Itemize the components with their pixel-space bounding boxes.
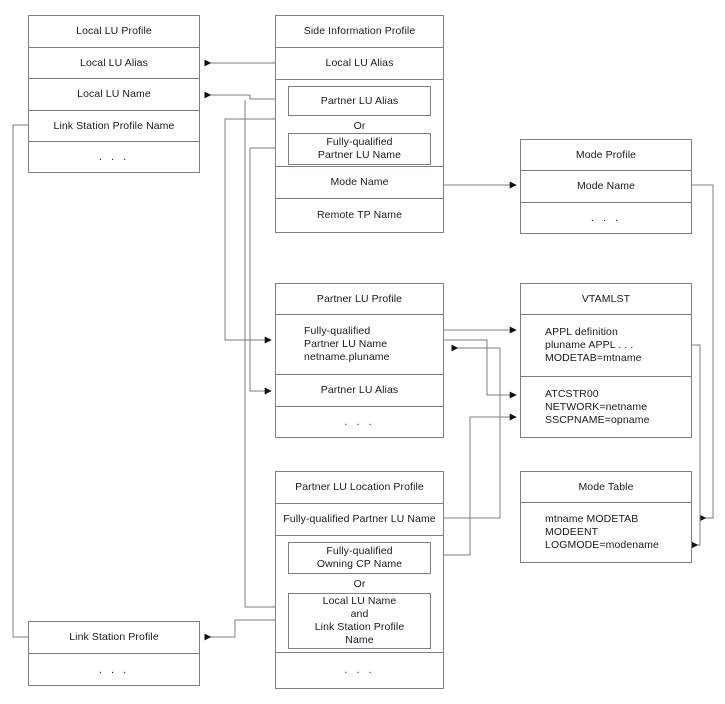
vtamlst-appl-definition-label: APPL definition pluname APPL . . . MODET… (545, 326, 642, 364)
partner-lu-location-ellipsis: . . . (344, 664, 375, 676)
row-partner-lu-profile-header: Partner LU Profile (276, 284, 443, 315)
vtamlst-atcstr00-label: ATCSTR00 NETWORK=netname SSCPNAME=opname (545, 387, 650, 426)
row-side-info-mode-name: Mode Name (276, 167, 443, 199)
row-partner-lu-location-fq-partner: Fully-qualified Partner LU Name (276, 504, 443, 536)
fully-qualified-partner-lu-name-label: Fully-qualified Partner LU Name (317, 136, 402, 161)
row-local-lu-name: Local LU Name (29, 79, 199, 111)
mode-profile-ellipsis: . . . (590, 211, 622, 224)
row-local-lu-profile-header: Local LU Profile (29, 16, 199, 48)
partner-lu-location-or-label: Or (353, 578, 366, 590)
row-mode-table-header: Mode Table (521, 472, 691, 503)
local-lu-alias-label: Local LU Alias (80, 56, 148, 69)
row-side-info-remote-tp-name: Remote TP Name (276, 199, 443, 231)
row-partner-lu-profile-more: . . . (276, 407, 443, 437)
row-side-info-partner-lu-alternatives: Partner LU Alias Or Fully-qualified Part… (276, 80, 443, 167)
row-vtamlst-atcstr00: ATCSTR00 NETWORK=netname SSCPNAME=opname (521, 377, 691, 437)
row-link-station-profile-name: Link Station Profile Name (29, 111, 199, 142)
row-partner-lu-location-header: Partner LU Location Profile (276, 472, 443, 504)
partner-lu-location-or-label-wrap: Or (276, 578, 443, 591)
partner-lu-profile-ellipsis: . . . (344, 415, 375, 428)
link-station-profile-name-label: Link Station Profile Name (53, 119, 175, 132)
side-info-or-label: Or (353, 120, 366, 132)
row-mode-table-body: mtname MODETAB MODEENT LOGMODE=modename (521, 503, 691, 562)
link-station-profile-header-label: Link Station Profile (69, 631, 159, 643)
inner-box-partner-lu-alias: Partner LU Alias (288, 86, 431, 116)
row-partner-lu-profile-fully-qualified: Fully-qualified Partner LU Name netname.… (276, 315, 443, 375)
row-link-station-profile-more: . . . (29, 654, 199, 686)
mode-table-body-label: mtname MODETAB MODEENT LOGMODE=modename (545, 513, 659, 551)
side-info-remote-tp-name-label: Remote TP Name (316, 208, 403, 221)
row-partner-lu-location-more: . . . (276, 653, 443, 688)
inner-box-local-lu-name-and-link-station-profile-name: Local LU Name and Link Station Profile N… (288, 593, 431, 649)
box-partner-lu-location-profile: Partner LU Location Profile Fully-qualif… (275, 471, 444, 689)
row-vtamlst-header: VTAMLST (521, 284, 691, 315)
row-vtamlst-appl-definition: APPL definition pluname APPL . . . MODET… (521, 315, 691, 377)
mode-profile-header-label: Mode Profile (575, 148, 637, 161)
side-info-header-label: Side Information Profile (303, 25, 416, 37)
side-info-mode-name-label: Mode Name (330, 176, 389, 188)
inner-box-fully-qualified-partner-lu-name: Fully-qualified Partner LU Name (288, 133, 431, 165)
partner-lu-location-fq-partner-label: Fully-qualified Partner LU Name (283, 513, 436, 525)
row-side-info-header: Side Information Profile (276, 16, 443, 48)
partner-lu-profile-alias-label: Partner LU Alias (320, 384, 399, 396)
side-info-or-label-wrap: Or (276, 120, 443, 133)
local-lu-name-and-link-station-label: Local LU Name and Link Station Profile N… (314, 595, 405, 646)
partner-lu-alias-label: Partner LU Alias (320, 94, 399, 107)
box-partner-lu-profile: Partner LU Profile Fully-qualified Partn… (275, 283, 444, 438)
row-mode-profile-header: Mode Profile (521, 140, 691, 171)
partner-lu-location-header-label: Partner LU Location Profile (295, 481, 424, 493)
partner-lu-profile-fq-label: Fully-qualified Partner LU Name netname.… (304, 325, 390, 363)
row-link-station-profile-header: Link Station Profile (29, 622, 199, 654)
row-local-lu-profile-more: . . . (29, 142, 199, 172)
inner-box-fully-qualified-owning-cp-name: Fully-qualified Owning CP Name (288, 542, 431, 574)
side-info-local-lu-alias-label: Local LU Alias (325, 57, 394, 69)
box-mode-table: Mode Table mtname MODETAB MODEENT LOGMOD… (520, 471, 692, 563)
box-link-station-profile: Link Station Profile . . . (28, 621, 200, 686)
box-side-information-profile: Side Information Profile Local LU Alias … (275, 15, 444, 233)
box-local-lu-profile: Local LU Profile Local LU Alias Local LU… (28, 15, 200, 173)
row-mode-profile-mode-name: Mode Name (521, 171, 691, 203)
row-mode-profile-more: . . . (521, 203, 691, 233)
link-station-profile-ellipsis: . . . (98, 663, 130, 676)
mode-table-header-label: Mode Table (578, 480, 634, 493)
row-side-info-local-lu-alias: Local LU Alias (276, 48, 443, 80)
box-vtamlst: VTAMLST APPL definition pluname APPL . .… (520, 283, 692, 438)
fully-qualified-owning-cp-name-label: Fully-qualified Owning CP Name (316, 545, 403, 570)
local-lu-profile-header-label: Local LU Profile (76, 25, 152, 37)
local-lu-profile-ellipsis: . . . (98, 150, 130, 163)
row-partner-lu-profile-alias: Partner LU Alias (276, 375, 443, 407)
row-partner-lu-location-alternatives: Fully-qualified Owning CP Name Or Local … (276, 536, 443, 653)
row-local-lu-alias: Local LU Alias (29, 48, 199, 79)
partner-lu-profile-header-label: Partner LU Profile (316, 292, 403, 305)
local-lu-name-label: Local LU Name (77, 88, 151, 100)
vtamlst-header-label: VTAMLST (581, 292, 631, 305)
mode-profile-mode-name-label: Mode Name (576, 180, 636, 192)
box-mode-profile: Mode Profile Mode Name . . . (520, 139, 692, 234)
